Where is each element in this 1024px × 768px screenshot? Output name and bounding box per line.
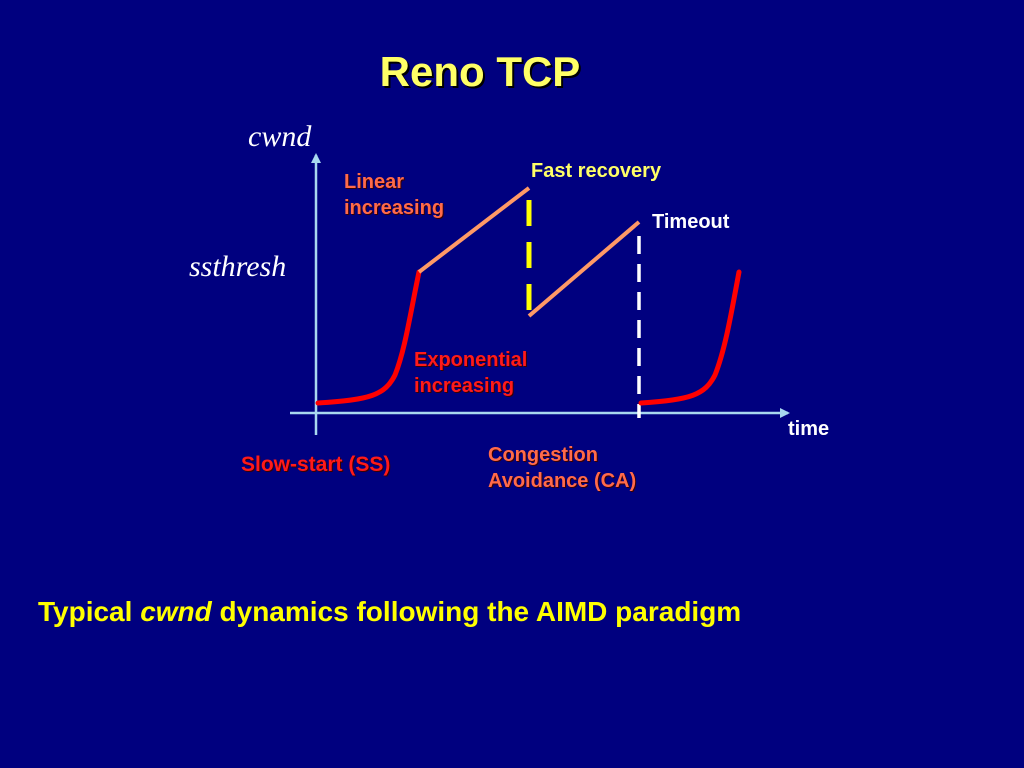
caption-suffix: dynamics following the AIMD paradigm (211, 596, 742, 627)
caption-emphasis: cwnd (140, 596, 212, 627)
linear-increasing-line1: Linear (344, 171, 405, 193)
congestion-avoidance-line2: Avoidance (CA) (488, 470, 637, 492)
timeout-label: Timeout (652, 211, 730, 233)
slow-start-curve-1 (315, 269, 422, 406)
linear-increasing-line2: increasing (344, 197, 445, 219)
y-axis-label: cwnd (248, 120, 312, 153)
linear-increasing-label: Linear increasing (344, 169, 444, 221)
slide-title: Reno TCP (379, 48, 581, 95)
exponential-increasing-line2: increasing (414, 375, 515, 397)
fast-recovery-label: Fast recovery (531, 160, 662, 182)
exponential-increasing-line1: Exponential (414, 349, 528, 371)
slide-caption: Typical cwnd dynamics following the AIMD… (38, 596, 741, 628)
congestion-avoidance-line1: Congestion (488, 444, 598, 466)
linear-increase-segment-2 (527, 220, 641, 318)
slow-start-label: Slow-start (SS) (241, 453, 391, 476)
caption-prefix: Typical (38, 596, 141, 627)
linear-increase-segment-1 (417, 186, 531, 274)
exponential-increasing-label: Exponential increasing (414, 347, 527, 399)
congestion-avoidance-label: Congestion Avoidance (CA) (488, 442, 636, 494)
ssthresh-label: ssthresh (189, 250, 287, 283)
slow-start-curve-2 (638, 269, 742, 406)
x-axis-label: time (788, 418, 830, 440)
